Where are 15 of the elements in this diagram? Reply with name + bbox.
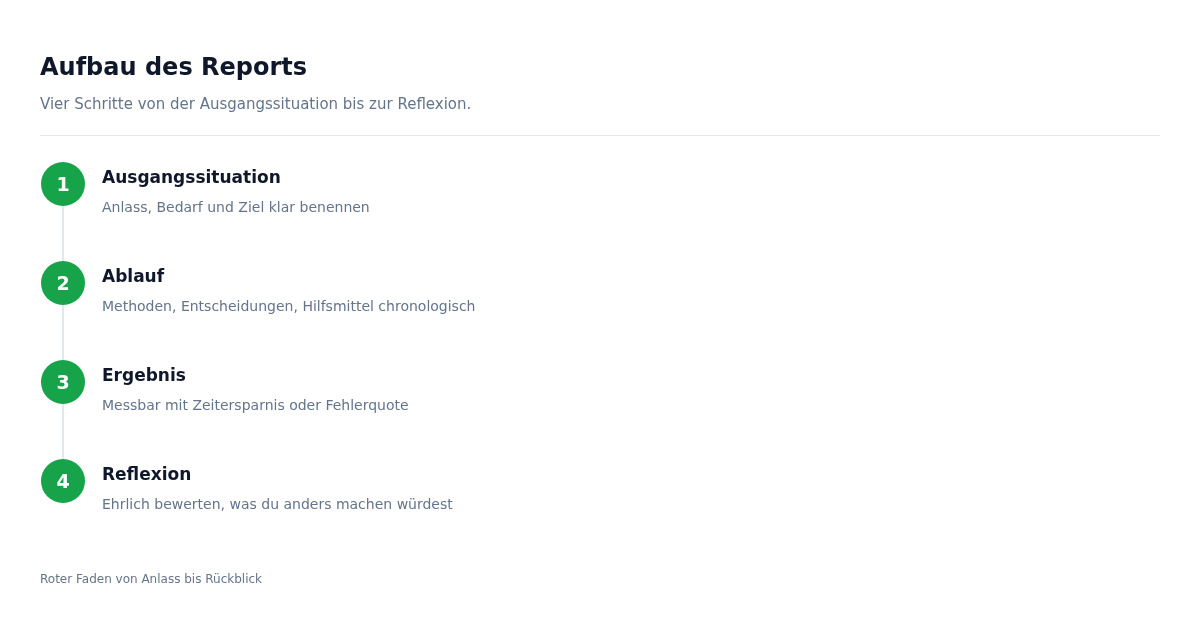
step-heading: Ergebnis <box>102 364 186 386</box>
caption: Roter Faden von Anlass bis Rückblick <box>40 571 263 587</box>
step-number-circle: 4 <box>41 459 85 503</box>
subtitle: Vier Schritte von der Ausgangssituation bis zur Reflexion. <box>40 94 472 114</box>
step-number-circle: 3 <box>41 360 85 404</box>
step-number-circle: 2 <box>41 261 85 305</box>
step-number-circle: 1 <box>41 162 85 206</box>
step-heading: Ausgangssituation <box>102 166 281 188</box>
step-description: Anlass, Bedarf und Ziel klar benennen <box>102 198 370 216</box>
step-description: Ehrlich bewerten, was du anders machen würdest <box>102 495 453 513</box>
step-heading: Ablauf <box>102 265 165 287</box>
step-description: Messbar mit Zeitersparnis oder Fehlerquote <box>102 396 409 414</box>
step-description: Methoden, Entscheidungen, Hilfsmittel chronologisch <box>102 297 476 315</box>
title: Aufbau des Reports <box>40 52 308 82</box>
step-heading: Reflexion <box>102 463 192 485</box>
